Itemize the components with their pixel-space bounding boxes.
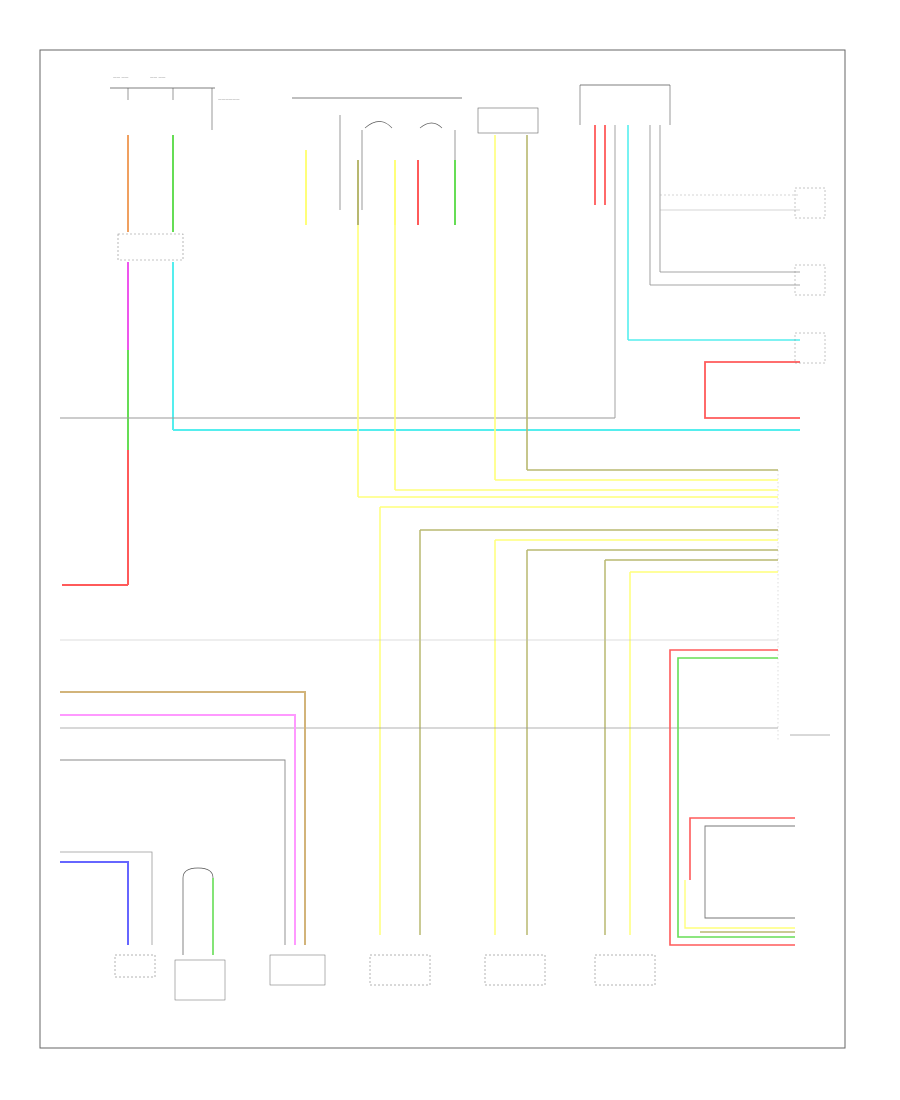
- bottom-left-sensor: [114, 867, 226, 1001]
- wire-gray-lower: [60, 759, 286, 945]
- joint-connector: [117, 233, 184, 261]
- wire-pink-lower: [60, 714, 296, 945]
- svg-text:—— ——: —— ——: [150, 75, 166, 79]
- bottom-sensors: [269, 954, 656, 986]
- wire-yellow-right-1: [684, 880, 795, 929]
- wire-gray-right-3: [704, 825, 795, 919]
- top-center-connector: [292, 97, 462, 210]
- wire-red-right-3: [689, 817, 795, 880]
- wire-red-right-2: [669, 649, 795, 946]
- top-center-right-connector: [477, 107, 539, 134]
- wire-red-right-loop: [704, 361, 800, 419]
- svg-text:——————: ——————: [218, 97, 240, 101]
- right-side-connectors: [777, 187, 826, 740]
- wire-gray-lower-2: [60, 851, 153, 945]
- wire-green-right-1: [677, 657, 795, 938]
- wire-blue-lower: [60, 861, 129, 945]
- wire-tan-lower: [60, 691, 306, 945]
- top-right-connector: [579, 84, 671, 125]
- top-left-connector-block: —— —— —— —— ——————: [110, 75, 240, 130]
- svg-text:—— ——: —— ——: [113, 75, 129, 79]
- diagram-border: [39, 49, 846, 1049]
